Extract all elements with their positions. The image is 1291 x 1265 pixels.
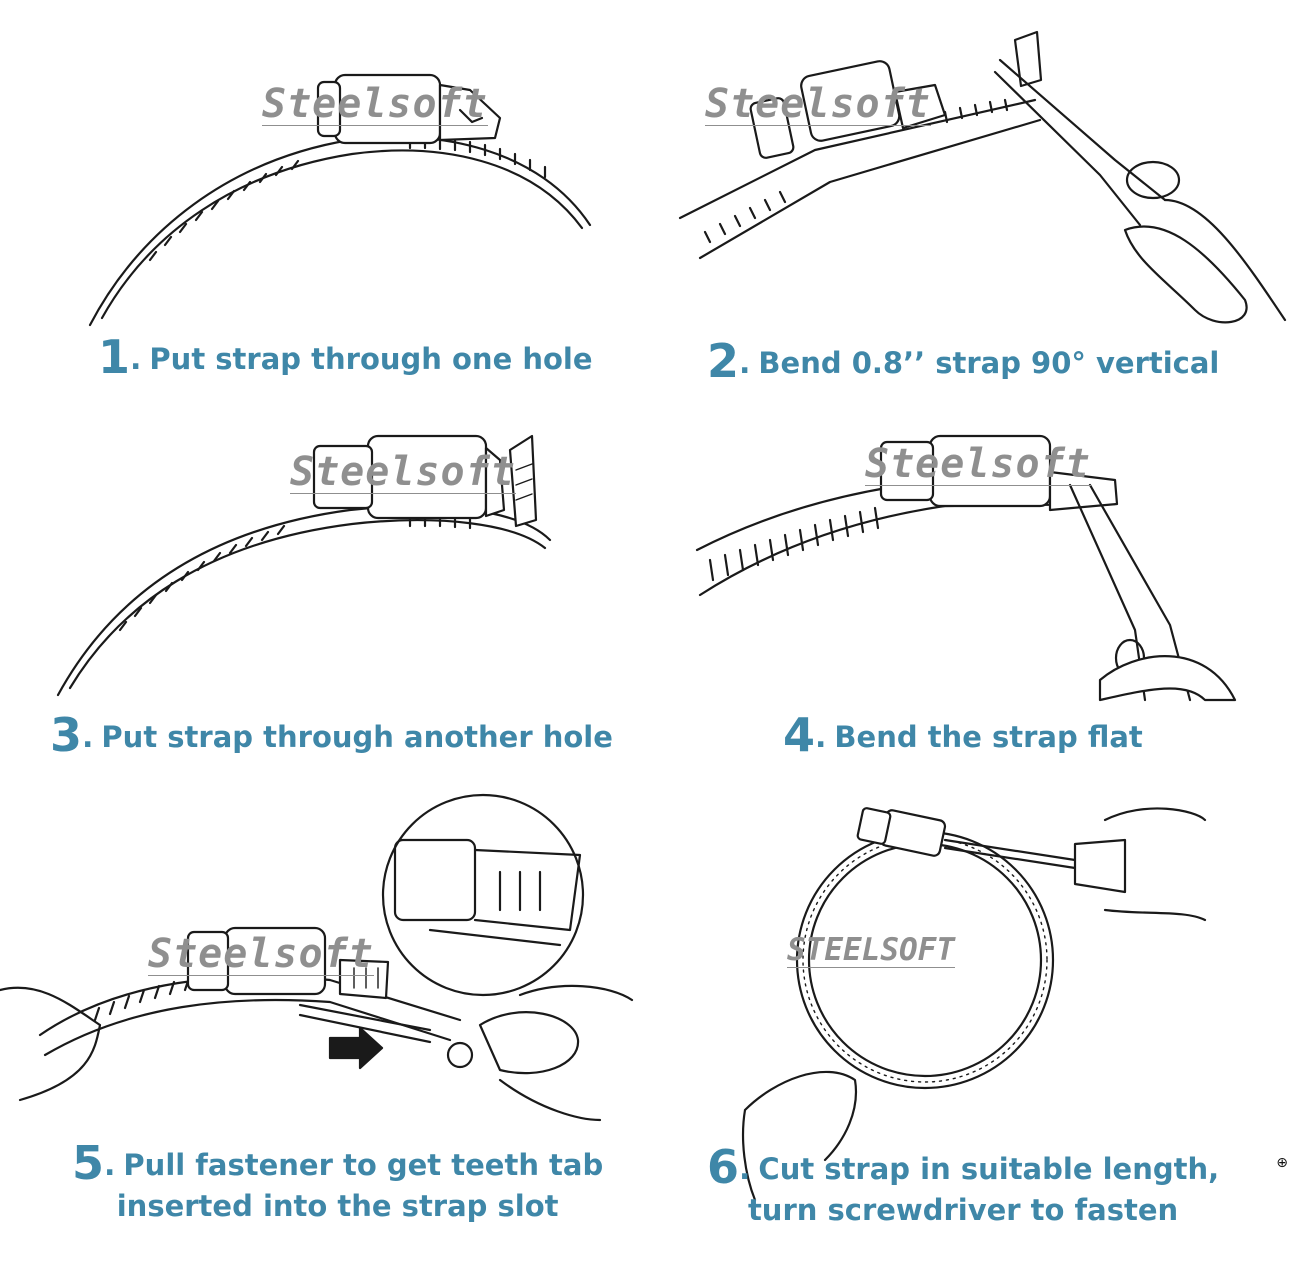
- watermark: STEELSOFT: [787, 932, 955, 968]
- step-4-panel: Steelsoft 4.Bend the strap flat: [645, 400, 1291, 780]
- step-2-panel: Steelsoft 2.Bend 0.8’’ strap 90° vertica…: [645, 0, 1291, 400]
- hand-icon: [498, 984, 634, 1122]
- step-text: Pull fastener to get teeth tab: [123, 1148, 604, 1182]
- hose-clamp-illustration: [741, 807, 1207, 1202]
- step-number: 5: [72, 1136, 105, 1190]
- step-4-caption: 4.Bend the strap flat: [783, 708, 1143, 762]
- step-number: 3: [50, 708, 83, 762]
- step-text: Bend the strap flat: [834, 720, 1143, 754]
- step-5-caption: 5.Pull fastener to get teeth tab inserte…: [72, 1136, 604, 1223]
- step-6-panel: STEELSOFT 6.Cut strap in suitable length…: [645, 780, 1291, 1265]
- hose-clamp-illustration: [0, 793, 634, 1122]
- hand-icon: [741, 1070, 858, 1202]
- watermark: Steelsoft: [705, 81, 931, 127]
- plus-circle-icon: ⊕: [1276, 1155, 1288, 1171]
- watermark: Steelsoft: [148, 931, 374, 977]
- watermark: Steelsoft: [262, 81, 488, 127]
- step-text: Put strap through one hole: [149, 342, 593, 376]
- step-2-caption: 2.Bend 0.8’’ strap 90° vertical: [707, 334, 1220, 388]
- step-text-line2: turn screwdriver to fasten: [747, 1192, 1179, 1227]
- step-1-panel: Steelsoft 1.Put strap through one hole: [0, 0, 645, 400]
- step-text: Cut strap in suitable length,: [758, 1152, 1220, 1186]
- step-number: 6: [707, 1140, 740, 1194]
- screwdriver-icon: [943, 838, 1127, 894]
- pliers-icon: [1068, 483, 1237, 702]
- step-1-caption: 1.Put strap through one hole: [98, 330, 593, 384]
- step-text: Put strap through another hole: [101, 720, 613, 754]
- step-3-caption: 3.Put strap through another hole: [50, 708, 613, 762]
- arrow-right-icon: [328, 1026, 384, 1070]
- step-6-caption: 6.Cut strap in suitable length, turn scr…: [707, 1140, 1220, 1227]
- step-text-line2: inserted into the strap slot: [116, 1188, 559, 1223]
- step-5-panel: Steelsoft 5.Pull fastener to get teeth t…: [0, 780, 645, 1265]
- hand-icon: [1103, 807, 1207, 922]
- pliers-icon: [993, 58, 1287, 324]
- watermark: Steelsoft: [290, 449, 516, 495]
- step-text: Bend 0.8’’ strap 90° vertical: [758, 346, 1220, 380]
- hand-icon: [0, 986, 102, 1102]
- watermark: Steelsoft: [865, 441, 1091, 487]
- hose-clamp-illustration: [56, 434, 552, 697]
- hose-clamp-illustration: [678, 30, 1287, 324]
- step-number: 4: [783, 708, 816, 762]
- step-3-panel: Steelsoft 3.Put strap through another ho…: [0, 400, 645, 780]
- step-number: 2: [707, 334, 740, 388]
- magnifier-inset-icon: [381, 793, 585, 997]
- hose-clamp-illustration: [88, 73, 592, 327]
- pliers-icon: [298, 1003, 580, 1075]
- step-number: 1: [98, 330, 131, 384]
